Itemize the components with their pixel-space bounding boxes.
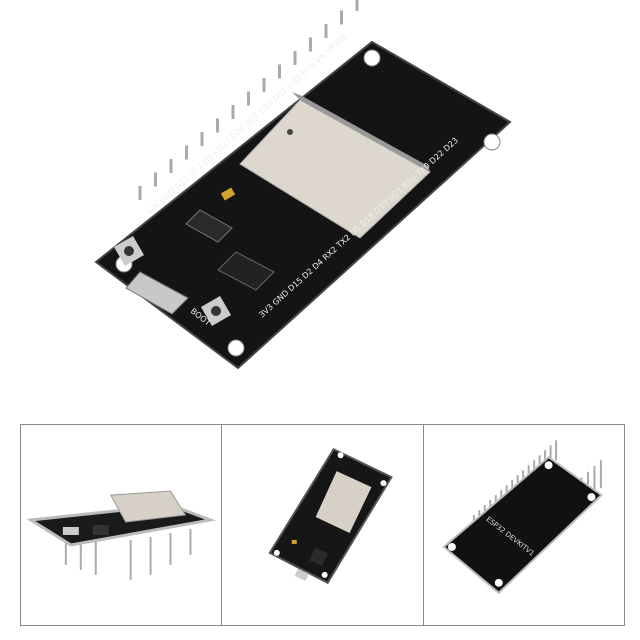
thumbnail-back-view[interactable]: ESP32 DEVKITV1 (424, 425, 624, 625)
main-product-image: VIN GND D13 D12 D14 D27 D26 D25 D33 D32 … (94, 0, 512, 370)
thumbnail-side-view[interactable] (21, 425, 223, 625)
esp32-board-main: VIN GND D13 D12 D14 D27 D26 D25 D33 D32 … (94, 0, 512, 370)
thumbnail-top-view[interactable] (222, 425, 424, 625)
thumbnail-strip: ESP32 DEVKITV1 (20, 424, 625, 626)
